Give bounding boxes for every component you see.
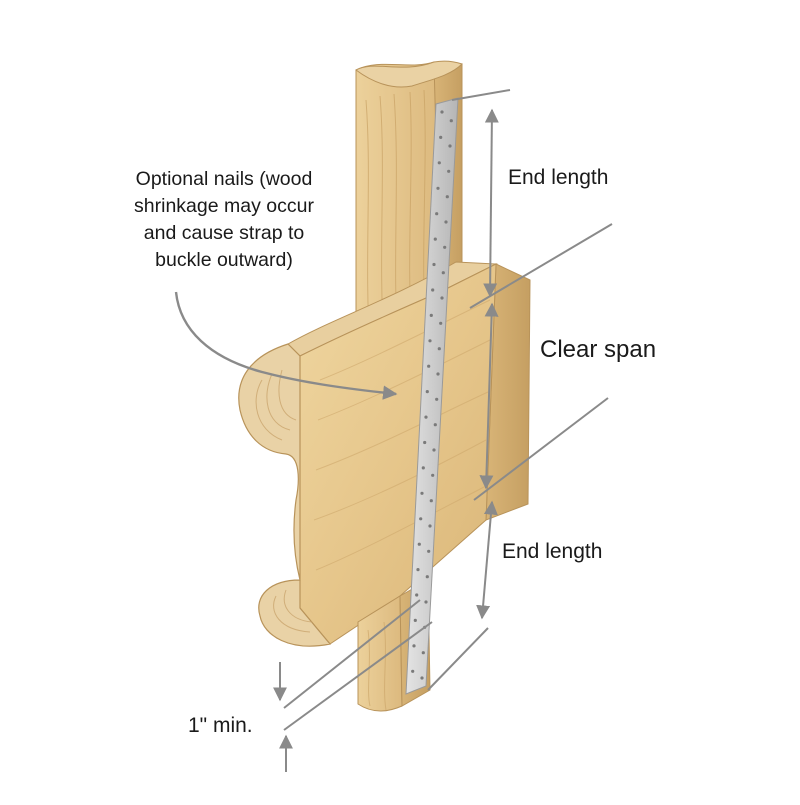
nail-hole (428, 339, 432, 343)
nail-hole (411, 669, 415, 673)
nail-hole (447, 169, 451, 173)
nail-hole (443, 245, 447, 249)
dimension-lines (273, 89, 613, 772)
nail-hole (413, 618, 417, 623)
nail-hole (448, 144, 452, 148)
nail-hole (435, 397, 439, 401)
nail-hole (432, 262, 436, 267)
metal-strap (405, 97, 459, 695)
nail-hole (439, 321, 443, 325)
nail-hole (419, 517, 423, 521)
nail-hole (420, 676, 424, 680)
nail-hole (428, 524, 432, 528)
nail-hole (425, 390, 429, 394)
nail-hole (431, 288, 435, 292)
nail-hole (425, 575, 429, 579)
nail-hole (440, 110, 444, 114)
nail-hole (437, 161, 441, 165)
callout-leader-arrow (174, 291, 398, 400)
nail-hole (441, 271, 445, 275)
nail-hole (427, 549, 431, 553)
nail-hole (416, 568, 420, 572)
nail-hole (431, 473, 435, 477)
nail-hole (421, 651, 425, 655)
min-clearance-label: 1" min. (188, 714, 253, 737)
clear-span-label: Clear span (540, 336, 657, 363)
nail-hole (436, 372, 440, 376)
nail-hole (439, 135, 443, 139)
nail-hole (429, 313, 433, 317)
nail-hole (423, 440, 427, 445)
end-length-bottom-label: End length (502, 540, 603, 563)
strap-nail-holes (411, 110, 453, 680)
nail-hole (433, 237, 437, 241)
nail-hole (432, 448, 436, 452)
nail-hole (444, 220, 448, 224)
nail-hole (429, 499, 433, 503)
nail-hole (445, 195, 449, 199)
end-length-top-label: End length (508, 166, 609, 189)
nail-hole (412, 644, 416, 648)
nail-hole (420, 491, 424, 495)
nail-hole (415, 593, 419, 597)
nail-hole (427, 364, 431, 368)
optional-nails-callout: Optional nails (wood shrinkage may occur… (134, 168, 314, 271)
nail-hole (424, 415, 428, 419)
nail-hole (449, 119, 453, 123)
nail-hole (436, 186, 440, 190)
nail-hole (424, 600, 428, 604)
nail-hole (437, 347, 441, 351)
nail-hole (435, 212, 439, 216)
nail-hole (417, 542, 421, 546)
nail-hole (433, 423, 437, 427)
nail-hole (421, 466, 425, 470)
nail-hole (440, 296, 444, 300)
